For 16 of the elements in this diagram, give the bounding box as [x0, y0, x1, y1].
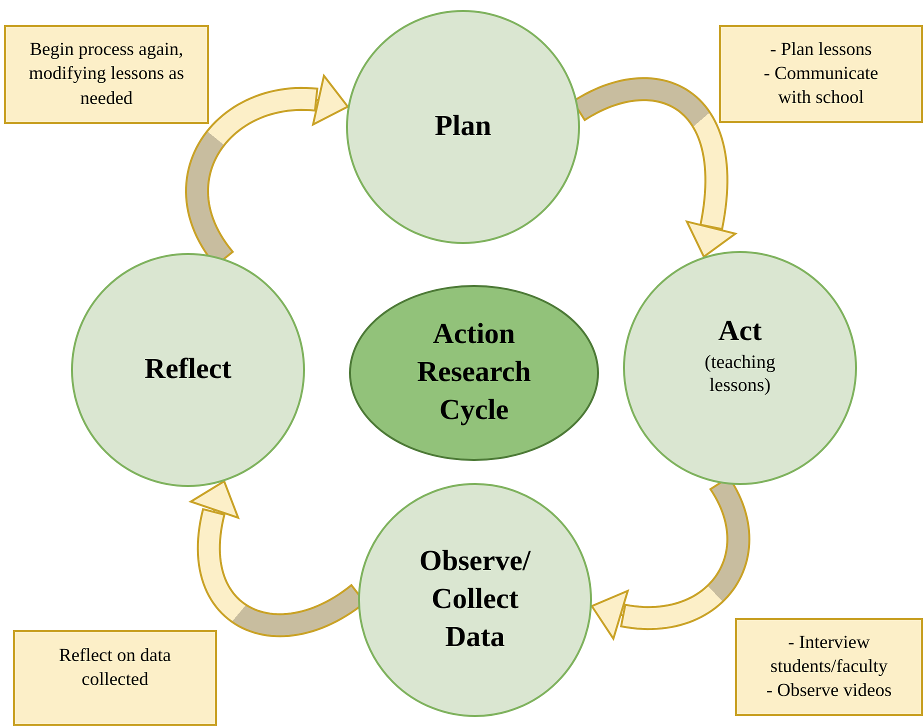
note-box	[13, 630, 217, 726]
note-text: - Interview students/faculty	[769, 632, 889, 679]
note-text: - Communicate with school	[762, 62, 880, 110]
stage-label: Plan	[434, 109, 492, 144]
note-text: Reflect on data collected	[58, 644, 172, 692]
note-box	[719, 25, 923, 123]
note-text: - Observe videos	[766, 680, 892, 704]
stage-label: Reflect	[144, 352, 232, 388]
stage-label: Observe/ Collect Data	[418, 544, 532, 655]
note-box	[735, 618, 923, 716]
note-text: - Plan lessons	[770, 38, 872, 62]
stage-subtitle: (teaching lessons)	[704, 350, 776, 398]
stage-label: Act	[718, 314, 762, 349]
stage-label: Action Research Cycle	[416, 317, 532, 428]
note-box	[4, 25, 209, 124]
note-text: Begin process again, modifying lessons as needed	[28, 39, 186, 111]
